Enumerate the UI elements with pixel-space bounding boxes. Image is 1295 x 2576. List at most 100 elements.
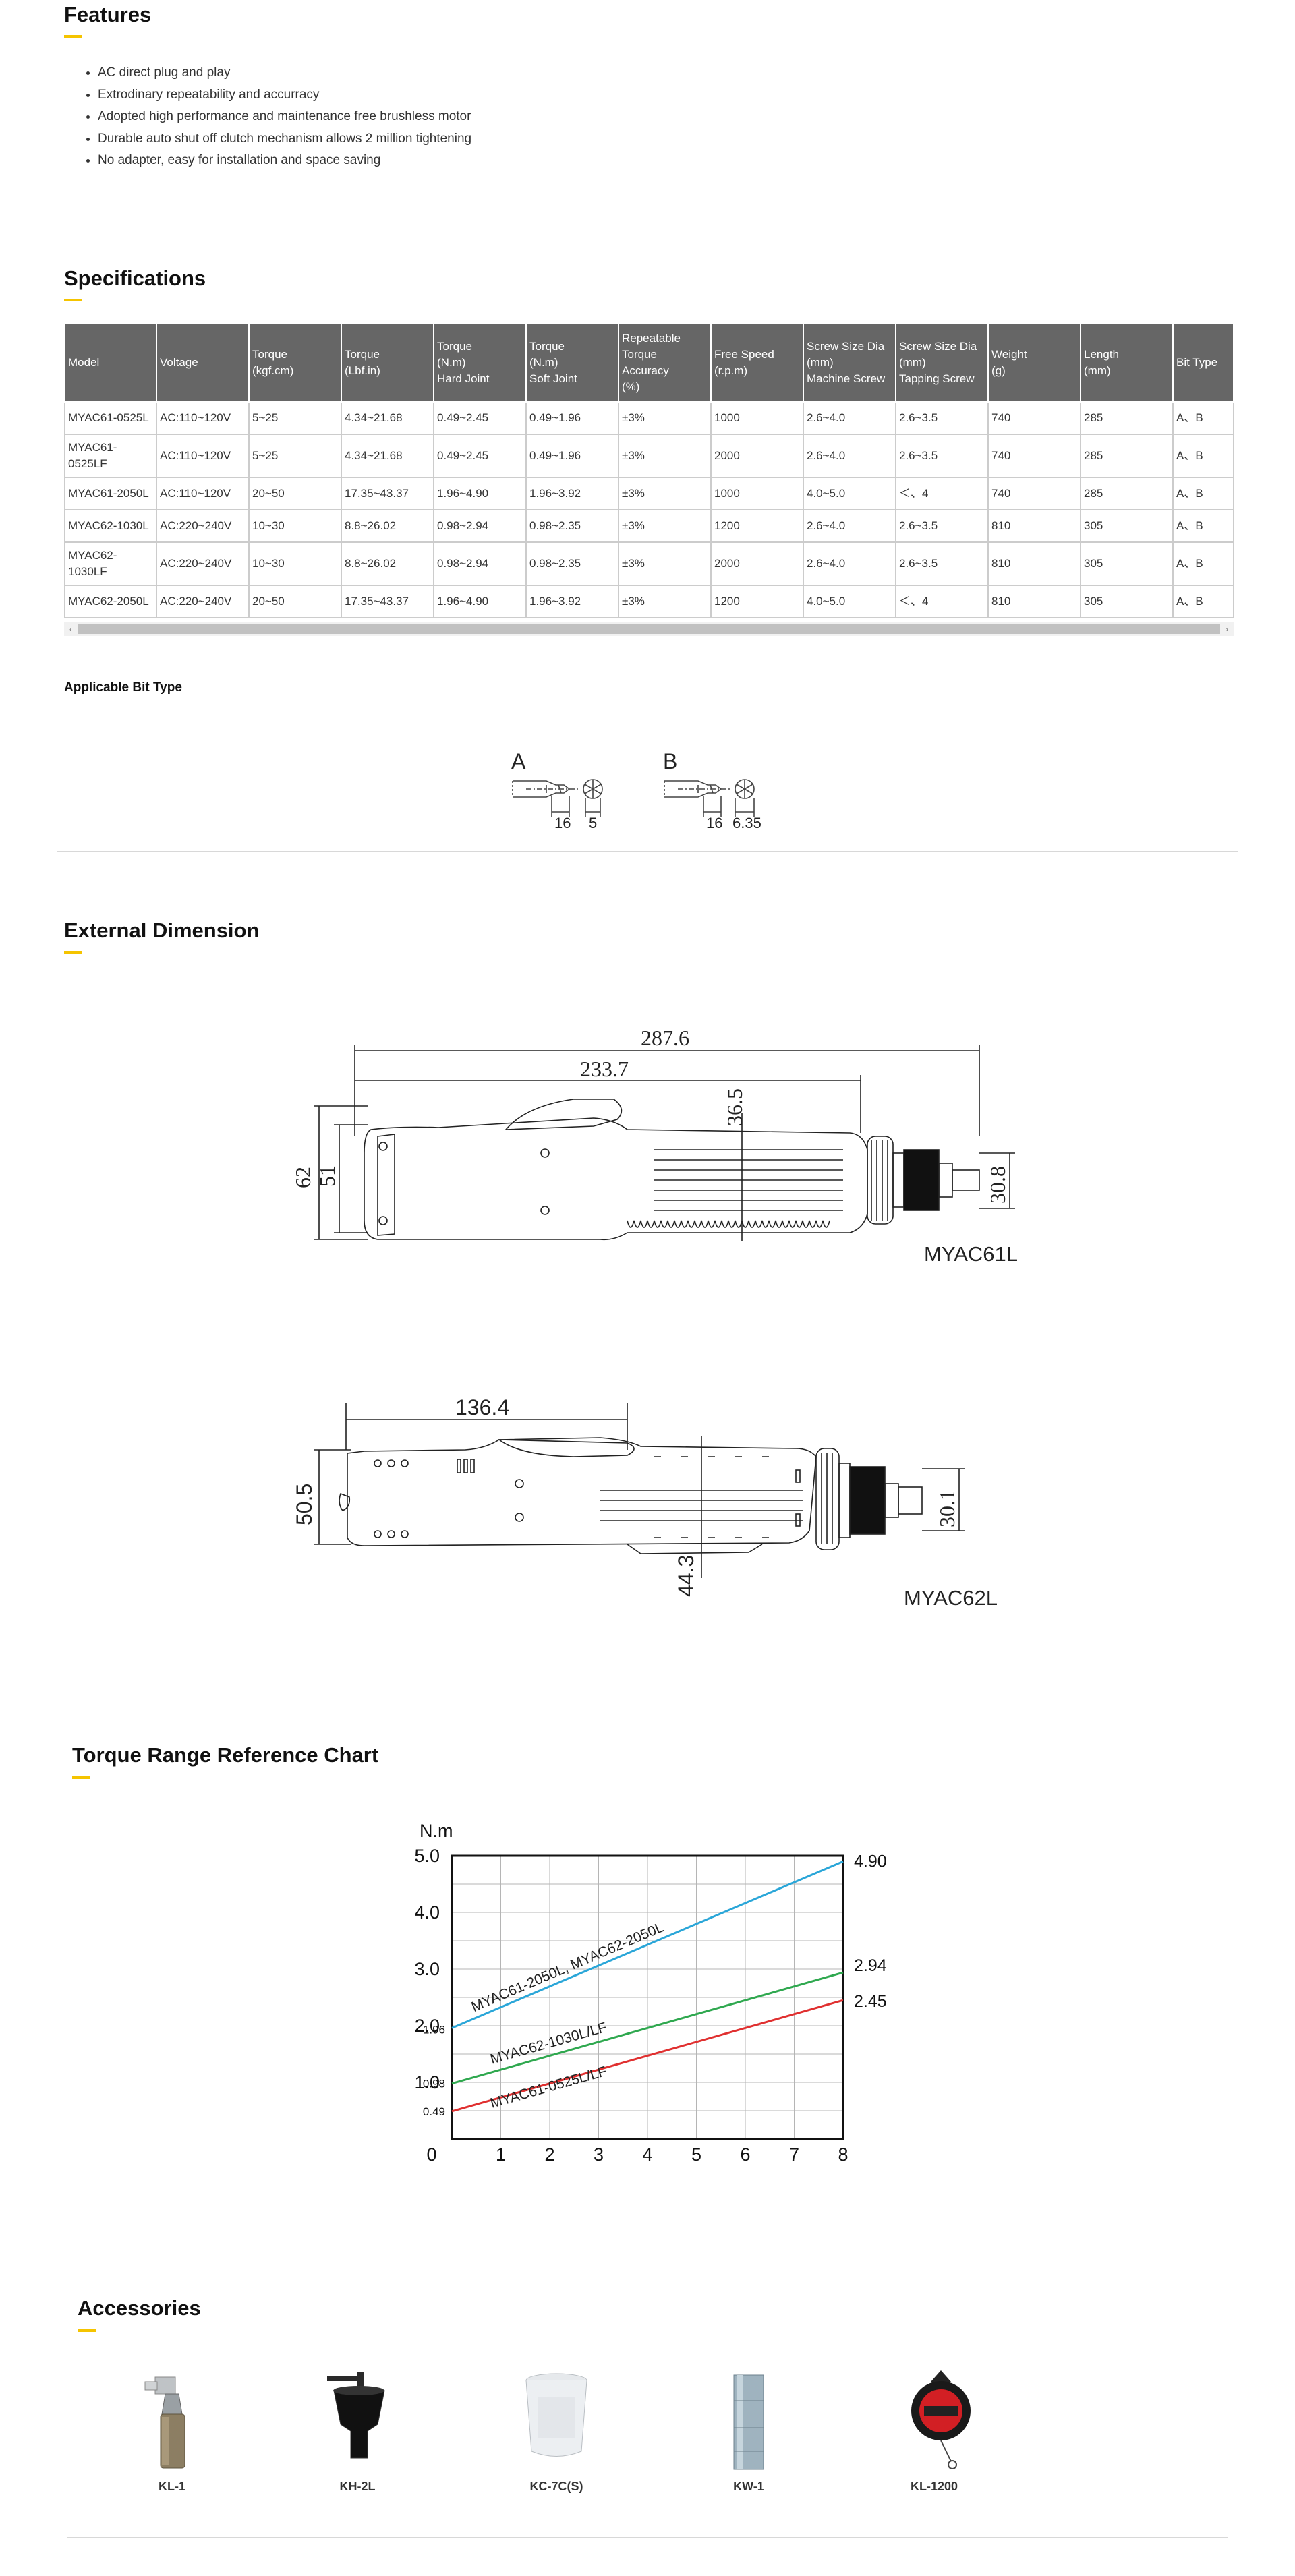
model-label-myac62l: MYAC62L [904, 1586, 998, 1610]
table-cell: AC:110~120V [156, 477, 250, 510]
series-name-label: MYAC61-2050L, MYAC62-2050L [469, 1919, 666, 2015]
header-text: Hard Joint [437, 372, 490, 385]
x-tick-label: 3 [594, 2144, 604, 2165]
table-cell: ＜、4 [895, 585, 989, 618]
kh-2l-image[interactable] [320, 2370, 395, 2471]
table-header-cell: Torque(Lbf.in) [341, 322, 434, 403]
scrollbar-thumb[interactable] [78, 624, 1220, 634]
header-text: (mm) [807, 355, 834, 369]
dim-233-7: 233.7 [580, 1057, 629, 1081]
table-header-cell: Screw Size Dia(mm)Tapping Screw [895, 322, 989, 403]
header-text: Torque [622, 347, 657, 361]
scroll-right-arrow-icon[interactable]: › [1226, 624, 1228, 634]
series-name-label: MYAC61-0525L/LF [488, 2063, 608, 2111]
table-cell: 285 [1080, 401, 1174, 435]
table-header-cell: Torque(N.m)Hard Joint [433, 322, 527, 403]
accessories-title-underline [78, 2329, 96, 2332]
dim-51: 51 [315, 1165, 339, 1187]
series-line [451, 1971, 844, 2085]
header-text: (mm) [899, 355, 926, 369]
accessory-name: KL-1 [159, 2480, 185, 2493]
dim-30-1: 30.1 [935, 1490, 959, 1527]
x-tick-label: 7 [789, 2144, 799, 2165]
table-cell: MYAC62-1030LF [64, 541, 157, 586]
series-line [451, 1861, 844, 2029]
table-cell: AC:220~240V [156, 541, 250, 586]
table-cell: AC:110~120V [156, 434, 250, 478]
kl-1-image[interactable] [142, 2374, 202, 2475]
table-cell: ±3% [618, 541, 712, 586]
table-cell: 740 [987, 401, 1081, 435]
accessory-name: KH-2L [339, 2480, 376, 2493]
dim-136-4: 136.4 [455, 1395, 509, 1419]
table-cell: ±3% [618, 401, 712, 435]
dim-44-3: 44.3 [674, 1555, 698, 1597]
table-cell: 0.49~2.45 [433, 401, 527, 435]
bit-b-length: 16 [706, 815, 722, 831]
header-text: Bit Type [1176, 355, 1218, 369]
feature-item: AC direct plug and play [98, 62, 471, 84]
dim-62: 62 [291, 1167, 315, 1188]
table-cell: 810 [987, 509, 1081, 543]
table-cell: MYAC61-2050L [64, 477, 157, 510]
myac62l-dimension-drawing: 136.4 50.5 30.1 44.3 MYAC62L [292, 1395, 998, 1610]
scroll-left-arrow-icon[interactable]: ‹ [69, 624, 72, 634]
table-cell: 2.6~3.5 [895, 541, 989, 586]
accessory-name: KW-1 [733, 2480, 764, 2493]
bit-b-hex: 6.35 [732, 815, 761, 831]
table-cell: 2.6~4.0 [803, 401, 896, 435]
table-cell: 5~25 [248, 434, 342, 478]
x-tick-label: 8 [838, 2144, 848, 2165]
table-cell: 305 [1080, 541, 1174, 586]
table-cell: 5~25 [248, 401, 342, 435]
table-cell: 4.0~5.0 [803, 477, 896, 510]
table-cell: A、B [1172, 585, 1234, 618]
table-cell: ＜、4 [895, 477, 989, 510]
table-cell: 17.35~43.37 [341, 477, 434, 510]
table-header-cell: Voltage [156, 322, 250, 403]
series-end-value: 2.45 [854, 1992, 887, 2011]
features-title-underline [64, 35, 82, 38]
table-cell: 17.35~43.37 [341, 585, 434, 618]
header-text: Free Speed [714, 347, 774, 361]
table-cell: AC:220~240V [156, 585, 250, 618]
kc-7c-s-image[interactable] [519, 2370, 594, 2471]
table-cell: 2.6~3.5 [895, 401, 989, 435]
table-horizontal-scrollbar[interactable]: ‹ › [64, 622, 1234, 636]
table-cell: 1000 [710, 477, 804, 510]
specifications-title: Specifications [64, 266, 206, 290]
table-cell: 285 [1080, 477, 1174, 510]
kl-1200-image[interactable] [904, 2367, 978, 2475]
bit-a-letter: A [511, 749, 526, 773]
torque-chart-title: Torque Range Reference Chart [72, 1743, 379, 1767]
y-tick-label: 4.0 [414, 1902, 440, 1923]
header-text: Torque [437, 339, 472, 353]
table-cell: ±3% [618, 434, 712, 478]
dim-36-5: 36.5 [722, 1088, 747, 1126]
table-cell: 2.6~3.5 [895, 509, 989, 543]
table-cell: 810 [987, 541, 1081, 586]
header-text: Weight [991, 347, 1027, 361]
header-text: Voltage [160, 355, 198, 369]
table-cell: AC:110~120V [156, 401, 250, 435]
table-cell: 285 [1080, 434, 1174, 478]
table-cell: 740 [987, 477, 1081, 510]
table-cell: 1200 [710, 509, 804, 543]
header-text: (N.m) [529, 355, 558, 369]
plot-frame [451, 1854, 844, 2140]
header-text: Model [68, 355, 100, 369]
bit-b-letter: B [663, 749, 677, 773]
table-header-cell: Screw Size Dia(mm)Machine Screw [803, 322, 896, 403]
series-end-value: 2.94 [854, 1956, 887, 1975]
table-cell: 305 [1080, 509, 1174, 543]
table-cell: 20~50 [248, 477, 342, 510]
specifications-title-underline [64, 299, 82, 301]
header-text: Screw Size Dia [899, 339, 977, 353]
kw-1-image[interactable] [728, 2374, 769, 2475]
header-text: Torque [529, 339, 565, 353]
table-cell: 8.8~26.02 [341, 509, 434, 543]
header-text: Repeatable [622, 331, 681, 345]
header-text: (kgf.cm) [252, 363, 294, 377]
header-text: Screw Size Dia [807, 339, 885, 353]
